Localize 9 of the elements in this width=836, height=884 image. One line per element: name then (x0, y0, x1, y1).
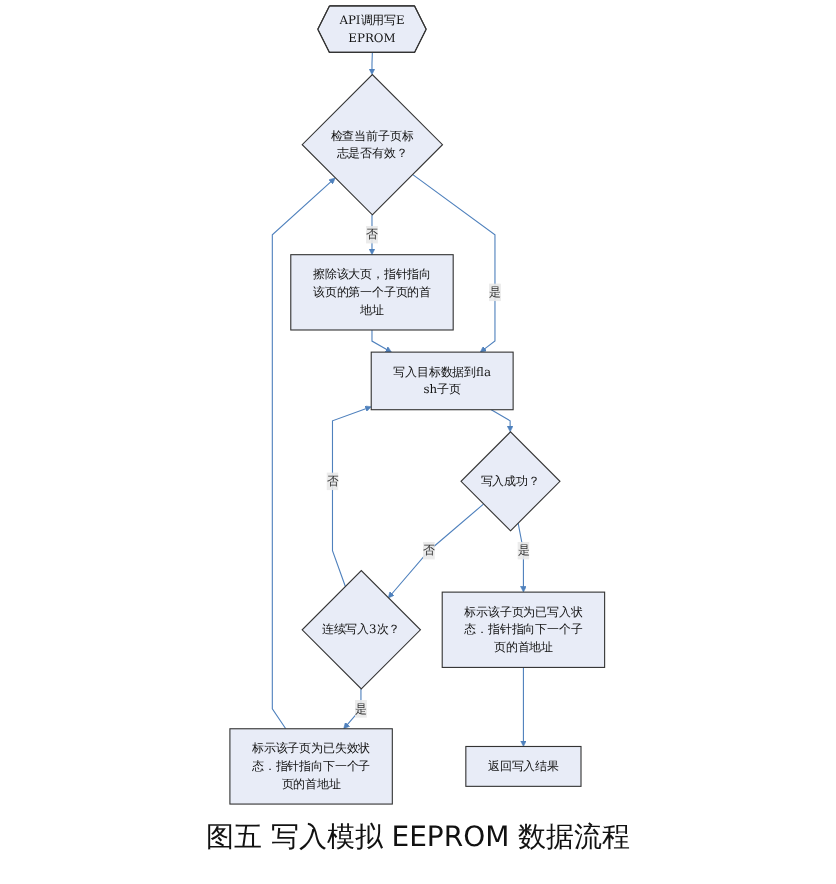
arrow (272, 177, 337, 730)
arrow (388, 503, 485, 599)
arrow (332, 405, 373, 587)
figure-caption: 图五 写入模拟 EEPROM 数据流程 (205, 820, 631, 856)
arrow (491, 409, 515, 433)
arrow (520, 666, 528, 747)
arrow (369, 52, 376, 75)
arrow (412, 173, 497, 353)
arrow (372, 329, 393, 353)
